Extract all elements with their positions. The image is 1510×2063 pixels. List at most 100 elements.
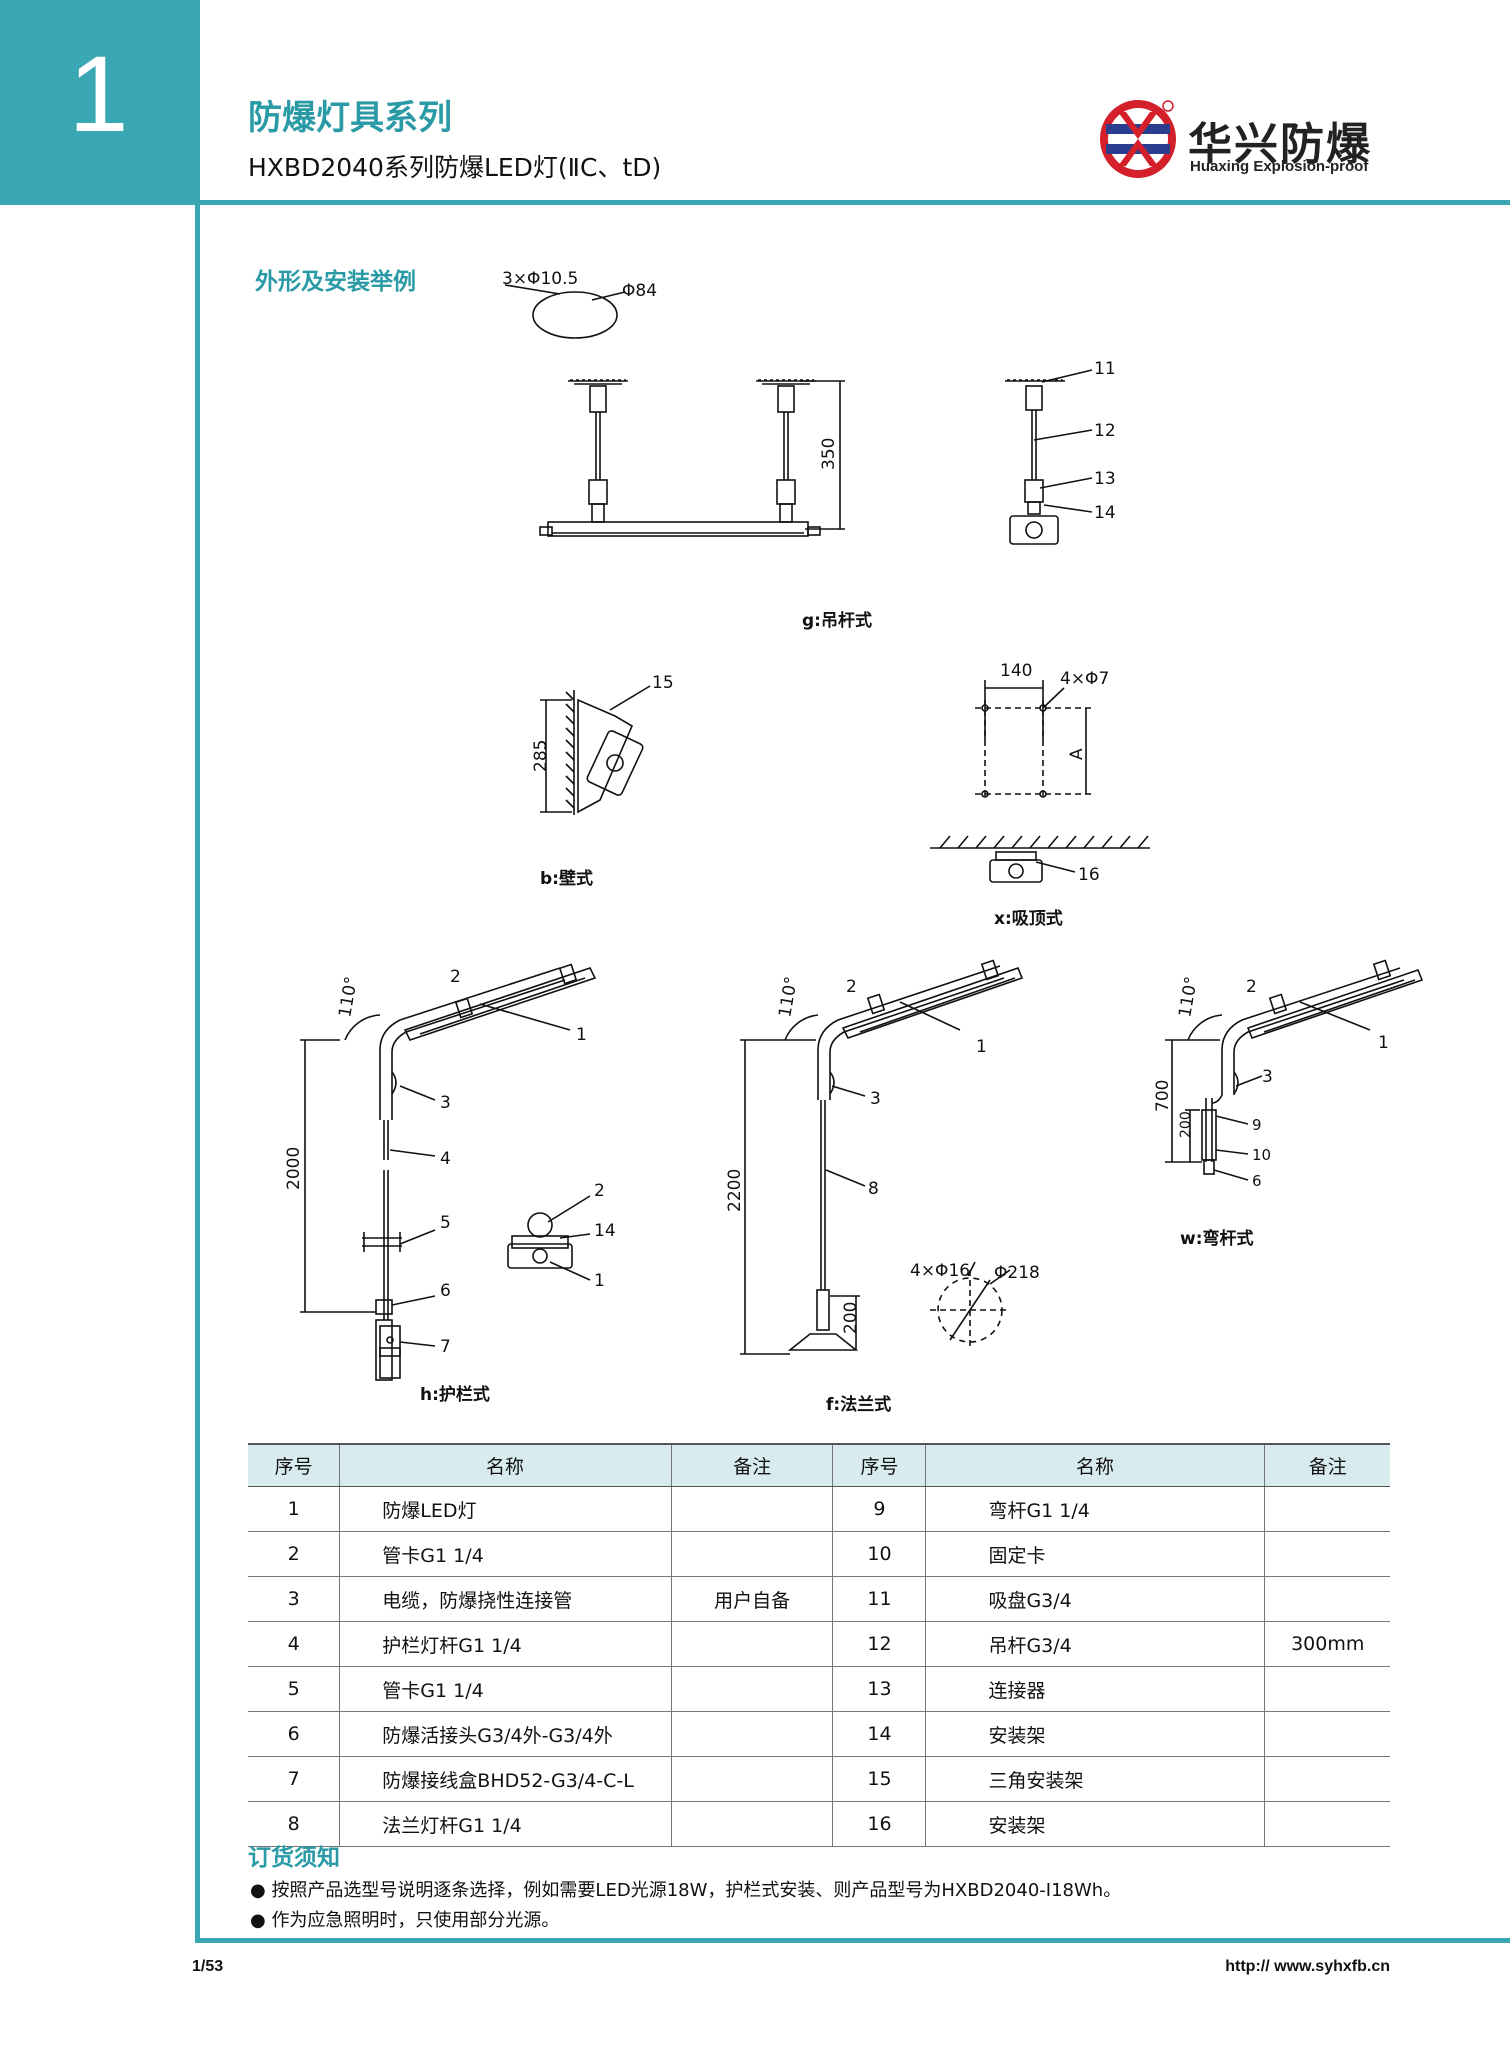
cell-name: 电缆，防爆挠性连接管 [339,1576,672,1622]
chapter-tab [0,0,197,205]
g-callout-12: 12 [1094,421,1116,441]
cell-name-2: 连接器 [925,1666,1266,1712]
h-angle: 110° [335,975,362,1019]
drawing-h-guardrail [300,963,597,1381]
w-callout-6: 6 [1252,1172,1262,1190]
drawing-g-pendant [504,284,1093,545]
cell-no-2: 9 [832,1486,927,1532]
cell-remark-2 [1264,1711,1390,1757]
header-rule [195,200,1510,205]
x-callout-16: 16 [1078,865,1100,885]
cell-name-2: 三角安装架 [925,1756,1266,1802]
table-row: 1 防爆LED灯 9 弯杆G1 1/4 [248,1486,1390,1532]
cell-remark [671,1531,834,1577]
g-dim-holes: 3×Φ10.5 [502,269,578,289]
cell-remark-2 [1264,1486,1390,1532]
h-caption: h:护栏式 [420,1384,490,1405]
h-callout-1: 1 [576,1025,587,1045]
cell-no-2: 15 [832,1756,927,1802]
w-angle: 110° [1175,975,1202,1019]
f-callout-2: 2 [846,977,857,997]
g-callout-11: 11 [1094,359,1116,379]
order-note-2-text: 作为应急照明时，只使用部分光源。 [271,1910,560,1931]
cell-name: 防爆活接头G3/4外-G3/4外 [339,1711,672,1757]
table-row: 3 电缆，防爆挠性连接管 用户自备 11 吸盘G3/4 [248,1576,1390,1622]
h-callout-4: 4 [440,1149,451,1169]
w-caption: w:弯杆式 [1180,1228,1254,1249]
product-title: HXBD2040系列防爆LED灯(ⅡC、tD) [248,153,662,182]
cell-no: 6 [248,1711,341,1757]
chapter-number: 1 [68,33,129,154]
g-dim-height: 350 [819,438,839,470]
h-dim-height: 2000 [284,1147,304,1190]
parts-table: 序号 名称 备注 序号 名称 备注 1 防爆LED灯 9 弯杆G1 1/4 2 … [248,1443,1390,1847]
w-dim-height: 700 [1153,1080,1173,1112]
order-note-2: ● 作为应急照明时，只使用部分光源。 [250,1910,560,1931]
cell-name: 管卡G1 1/4 [339,1531,672,1577]
f-dim-circle: Φ218 [994,1263,1040,1283]
table-header-row: 序号 名称 备注 序号 名称 备注 [248,1443,1390,1487]
cell-remark-2 [1264,1756,1390,1802]
w-callout-3: 3 [1262,1067,1273,1087]
cell-name: 法兰灯杆G1 1/4 [339,1801,672,1847]
cell-remark [671,1486,834,1532]
table-row: 8 法兰灯杆G1 1/4 16 安装架 [248,1801,1390,1847]
drawing-x-ceiling [930,680,1150,883]
b-caption: b:壁式 [540,868,593,889]
cell-remark [671,1621,834,1667]
cell-name-2: 弯杆G1 1/4 [925,1486,1266,1532]
cell-name-2: 吸盘G3/4 [925,1576,1266,1622]
cell-no-2: 16 [832,1801,927,1847]
order-notes-title: 订货须知 [248,1845,340,1871]
cell-no-2: 13 [832,1666,927,1712]
table-row: 2 管卡G1 1/4 10 固定卡 [248,1531,1390,1577]
h-callout-6: 6 [440,1281,451,1301]
f-angle: 110° [775,975,802,1019]
drawing-b-wall [540,685,651,815]
order-note-1-text: 按照产品选型号说明逐条选择，例如需要LED光源18W，护栏式安装、则产品型号为H… [271,1880,1122,1901]
cell-no: 8 [248,1801,341,1847]
cell-name: 防爆LED灯 [339,1486,672,1532]
website-link[interactable]: http:// www.syhxfb.cn [1225,1958,1390,1975]
f-callout-3: 3 [870,1089,881,1109]
cell-no: 4 [248,1621,341,1667]
h-detail-14: 14 [594,1221,616,1241]
f-caption: f:法兰式 [826,1394,891,1415]
h-detail-1: 1 [594,1271,605,1291]
w-callout-1: 1 [1378,1033,1389,1053]
drawing-w-bent [1165,959,1424,1181]
cell-name: 管卡G1 1/4 [339,1666,672,1712]
brand-name-en: Huaxing Explosion-proof [1190,158,1369,175]
installation-drawings: 3×Φ10.5 Φ84 350 11 12 13 14 g:吊杆式 285 15… [284,269,1424,1415]
order-note-1: ● 按照产品选型号说明逐条选择，例如需要LED光源18W，护栏式安装、则产品型号… [250,1880,1122,1901]
table-row: 7 防爆接线盒BHD52-G3/4-C-L 15 三角安装架 [248,1756,1390,1802]
f-dim-holes: 4×Φ16 [910,1261,970,1281]
cell-remark [671,1666,834,1712]
cell-remark-2 [1264,1666,1390,1712]
drawing-f-flange [740,959,1024,1355]
brand-logo-icon [1100,100,1176,178]
h-callout-7: 7 [440,1337,451,1357]
cell-name: 护栏灯杆G1 1/4 [339,1621,672,1667]
cell-no-2: 11 [832,1576,927,1622]
cell-name-2: 吊杆G3/4 [925,1621,1266,1667]
f-dim-base: 200 [841,1302,861,1334]
f-dim-height: 2200 [725,1169,745,1212]
x-dim-a: A [1067,748,1087,760]
cell-remark [671,1756,834,1802]
cell-no: 5 [248,1666,341,1712]
left-rule [195,0,200,1940]
cell-name-2: 固定卡 [925,1531,1266,1577]
cell-name-2: 安装架 [925,1711,1266,1757]
cell-remark [671,1801,834,1847]
table-row: 6 防爆活接头G3/4外-G3/4外 14 安装架 [248,1711,1390,1757]
cell-no-2: 10 [832,1531,927,1577]
table-row: 5 管卡G1 1/4 13 连接器 [248,1666,1390,1712]
cell-no: 3 [248,1576,341,1622]
col-header-name-2: 名称 [925,1443,1266,1487]
b-dim-height: 285 [531,740,551,772]
cell-no: 7 [248,1756,341,1802]
h-callout-3: 3 [440,1093,451,1113]
cell-no: 2 [248,1531,341,1577]
x-dim-width: 140 [1000,661,1032,681]
